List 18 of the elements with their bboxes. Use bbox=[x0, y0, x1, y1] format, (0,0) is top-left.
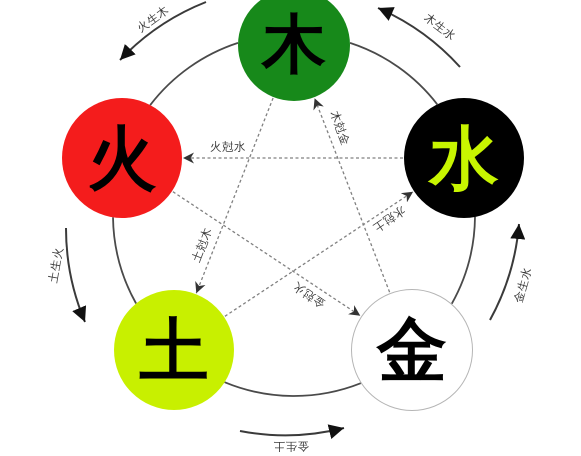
circle-node: 金 bbox=[351, 289, 473, 411]
arrow bbox=[172, 191, 361, 316]
connector-line bbox=[150, 42, 238, 106]
arrow-label: 土生火 bbox=[46, 245, 66, 285]
circle-node: 水 bbox=[404, 98, 524, 218]
circle-node: 土 bbox=[114, 290, 234, 410]
connector-line bbox=[350, 42, 438, 105]
arrow bbox=[313, 98, 390, 292]
arrow bbox=[183, 152, 403, 164]
circle-node: 木 bbox=[238, 0, 350, 101]
arrow bbox=[195, 98, 274, 294]
connector-line bbox=[112, 217, 137, 304]
connector-line bbox=[224, 381, 362, 397]
arrow-label: 金生土 bbox=[272, 440, 310, 452]
connector-line bbox=[450, 216, 476, 304]
circle-node: 火 bbox=[62, 98, 182, 218]
edge-label: 火尅水 bbox=[209, 140, 247, 154]
arrow bbox=[224, 191, 414, 317]
